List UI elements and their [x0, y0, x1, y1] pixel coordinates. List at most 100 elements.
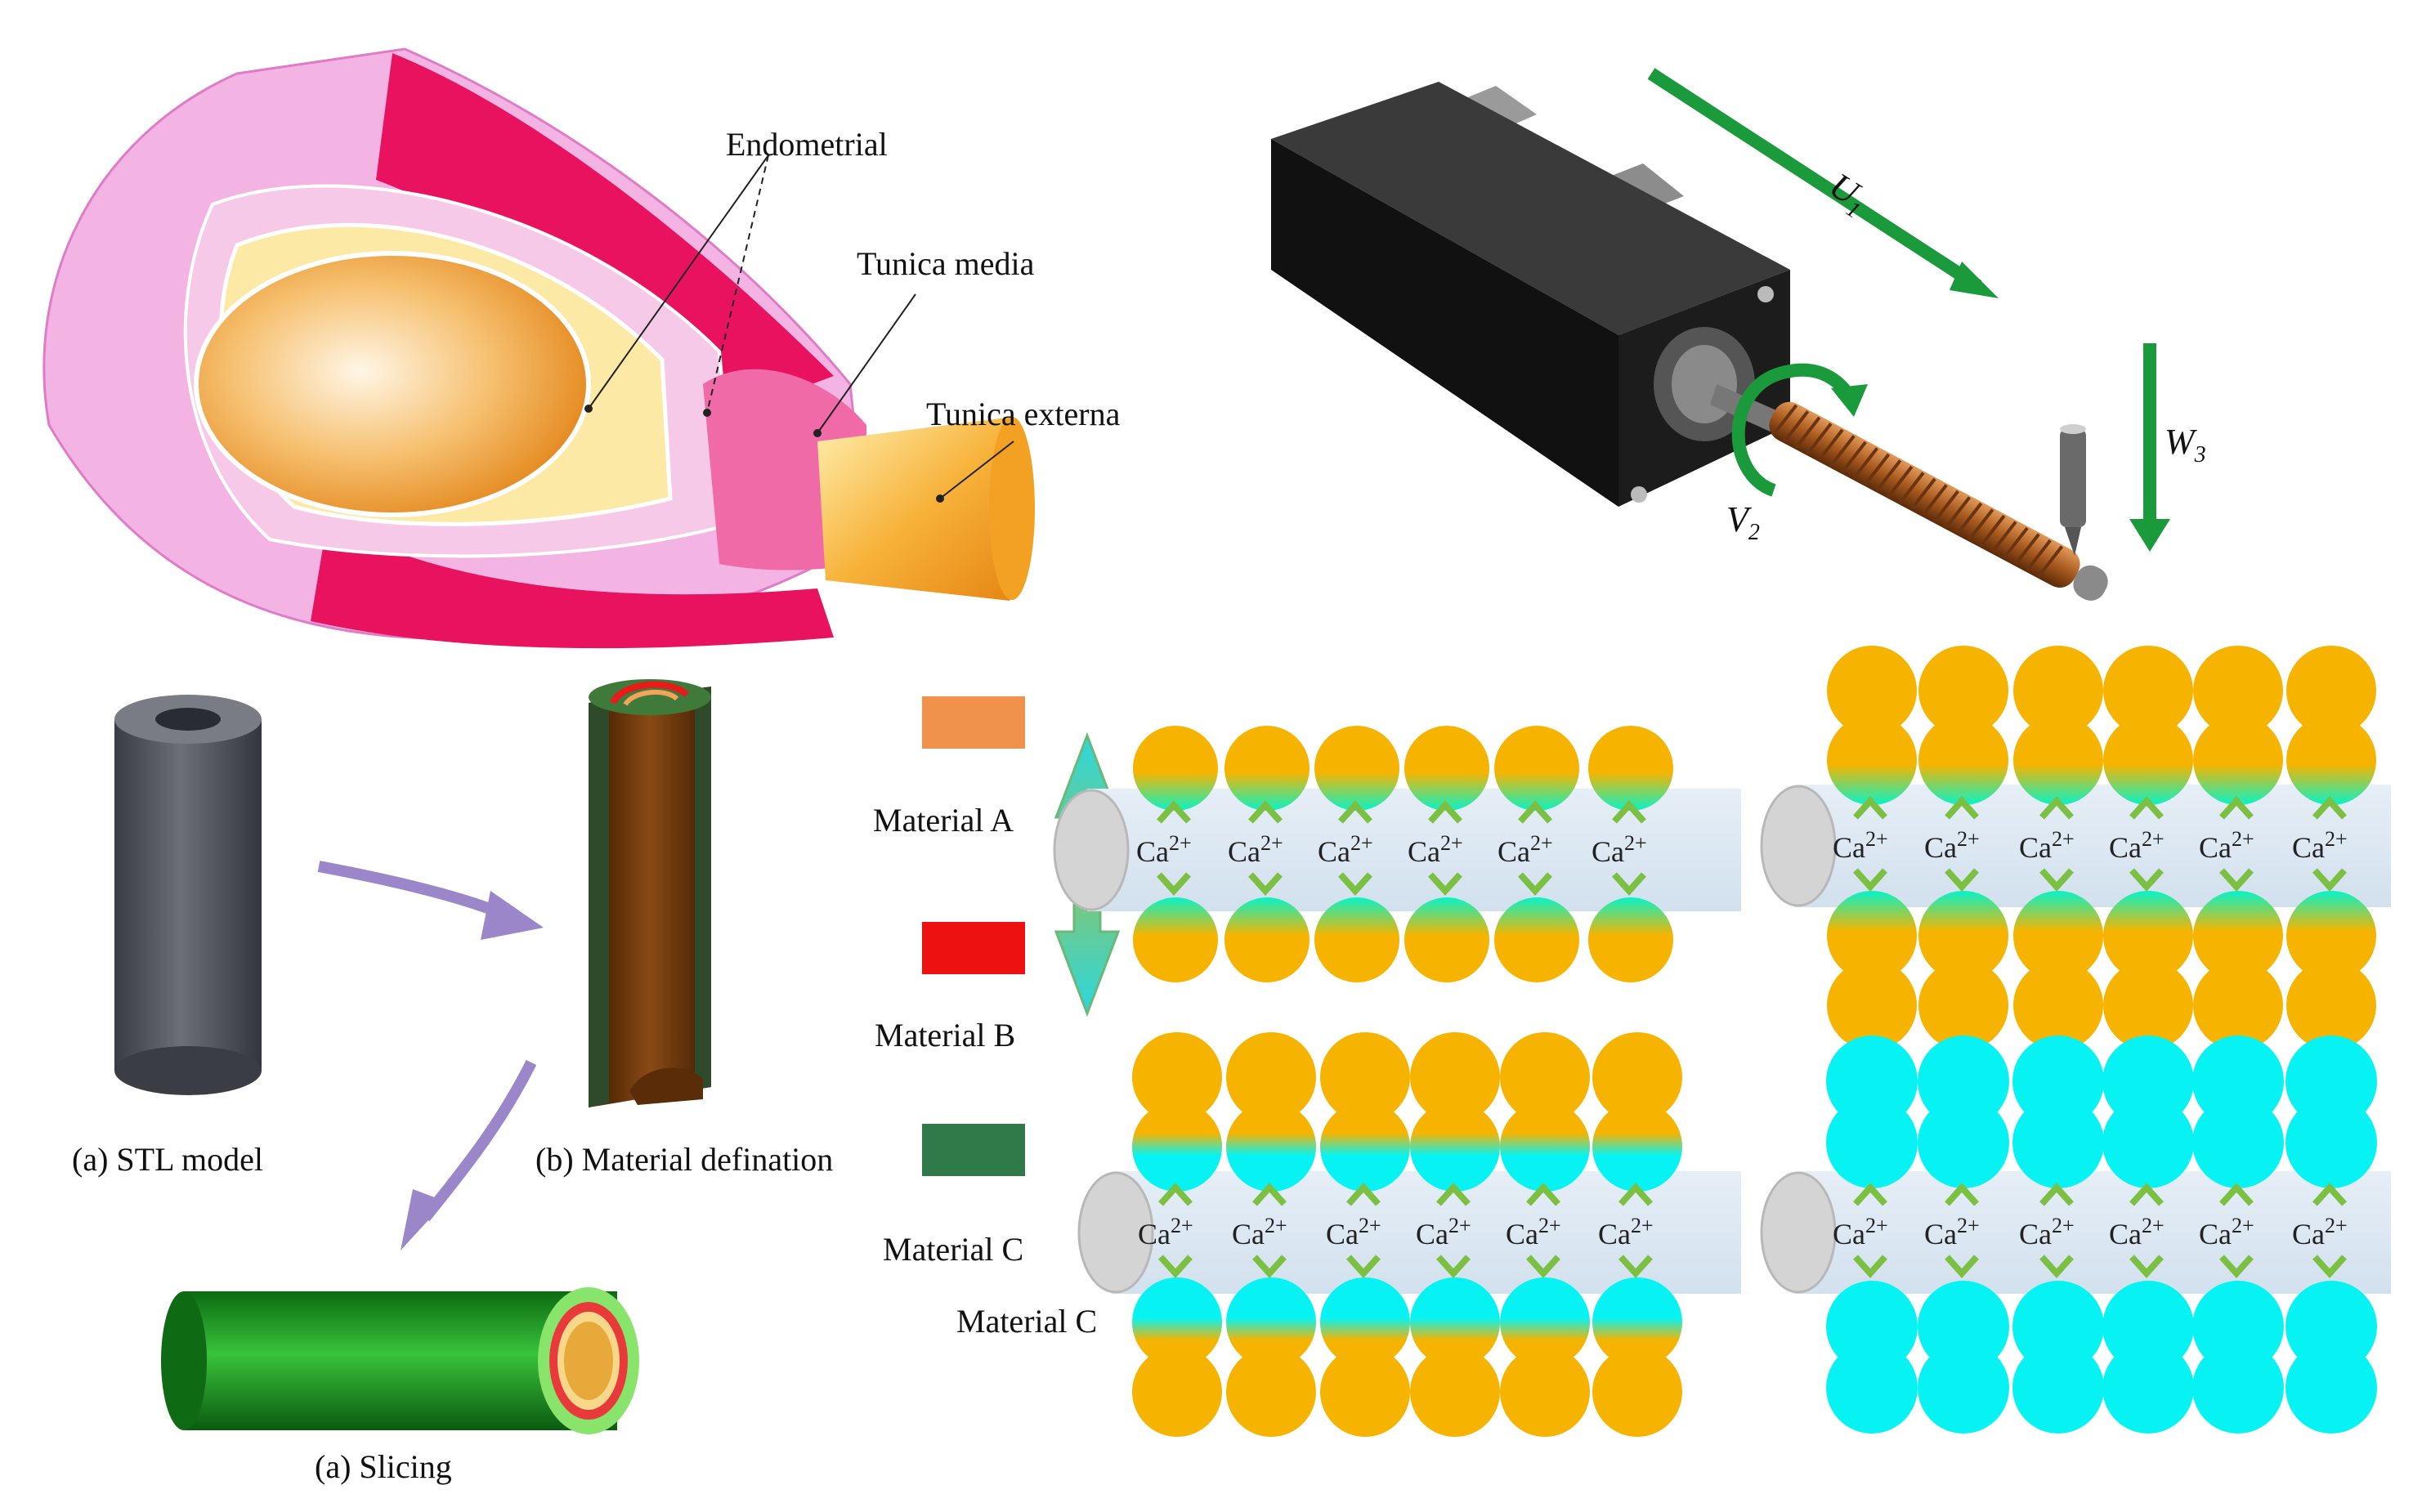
workflow-arrows [317, 861, 544, 1250]
cell-bottom [1226, 1277, 1316, 1367]
vessel-illustration: Endometrial Tunica media Tunica externa [43, 47, 1121, 649]
chevron-up-icon [1853, 1183, 1887, 1206]
cell-bottom [1132, 1277, 1222, 1367]
chevron-down-icon [2039, 868, 2074, 892]
cell-bottom-outer [1918, 960, 2008, 1050]
calcium-ion-label: Ca2+ [1598, 1214, 1654, 1250]
cell-bottom-outer [1500, 1347, 1590, 1437]
stl-model-cylinder [114, 695, 262, 1095]
chevron-down-icon [1518, 872, 1552, 896]
cell-top [1226, 1102, 1316, 1192]
cell-top [1918, 715, 2008, 805]
cell-top [2286, 715, 2376, 805]
chevron-down-icon [2219, 1255, 2254, 1278]
chevron-up-icon [1526, 1183, 1560, 1206]
cell-top [2102, 1097, 2194, 1188]
chevron-up-icon [2129, 796, 2164, 820]
chevron-up-icon [1252, 1183, 1287, 1206]
calcium-ion-label: Ca2+ [1138, 1214, 1193, 1250]
cell-top [1588, 726, 1673, 811]
cell-bottom [1494, 897, 1579, 982]
calcium-ion-label: Ca2+ [1136, 831, 1192, 868]
cell-top [1500, 1102, 1590, 1192]
chevron-up-icon [2129, 1183, 2164, 1206]
calcium-ion-label: Ca2+ [1318, 831, 1373, 868]
cell-bottom-outer [1320, 1347, 1410, 1437]
legend-swatch-a [922, 696, 1025, 749]
chevron-up-icon [1945, 796, 1979, 820]
chevron-down-icon [2219, 868, 2254, 892]
calcium-ion-label: Ca2+ [2019, 827, 2075, 864]
cell-top-outer [1918, 646, 2008, 736]
chevron-down-icon [1158, 1255, 1193, 1278]
workflow-illustration: (a) STL model (b) Material defination [72, 679, 833, 1485]
chevron-up-icon [2312, 1183, 2347, 1206]
chevron-up-icon [2219, 1183, 2254, 1206]
tube-end-cap [1077, 1171, 1154, 1294]
cell-bottom-outer [1132, 1347, 1222, 1437]
chevron-down-icon [1346, 1255, 1381, 1278]
channel-tube [1794, 785, 2391, 907]
cell-top [1320, 1102, 1410, 1192]
chevron-down-icon [1526, 1255, 1560, 1278]
chevron-down-icon [1612, 872, 1646, 896]
tube-end-cap [1760, 785, 1837, 907]
calcium-ion-label: Ca2+ [1924, 1214, 1980, 1250]
cell-bottom [1827, 891, 1917, 981]
cell-bottom [1918, 891, 2008, 981]
cell-top-outer [1226, 1032, 1316, 1122]
calcium-ion-label: Ca2+ [1592, 831, 1647, 868]
cell-top [1826, 1097, 1918, 1188]
legend-label-b: Material B [875, 1017, 1015, 1053]
chevron-up-icon [1945, 1183, 1979, 1206]
chevron-up-icon [2219, 796, 2254, 820]
chevron-up-icon [1428, 800, 1462, 824]
endometrial-label: Endometrial [726, 126, 888, 163]
cell-top [1827, 715, 1917, 805]
calcium-ion-label: Ca2+ [1833, 827, 1888, 864]
cell-bottom [2193, 891, 2283, 981]
cell-bottom-outer [1918, 1342, 2009, 1434]
cell-top [1133, 726, 1218, 811]
cell-bottom [1404, 897, 1489, 982]
calcium-ion-label: Ca2+ [1232, 1214, 1287, 1250]
calcium-cell-panels: Ca2+ Ca2+ Ca2+ Ca2+ Ca2+ Ca2+ Ca2+ Ca2+ Ca2+ Ca2+… [1053, 646, 2391, 1437]
cell-top-outer [1132, 1032, 1222, 1122]
panel-top-left: Ca2+Ca2+Ca2+Ca2+Ca2+Ca2+ [1053, 726, 1741, 982]
cell-bottom-outer [2192, 1342, 2284, 1434]
cell-top [2192, 1097, 2284, 1188]
cell-bottom [1588, 897, 1673, 982]
cell-top-outer [2286, 646, 2376, 736]
calcium-ion-label: Ca2+ [1326, 1214, 1381, 1250]
cell-top [2013, 715, 2103, 805]
calcium-ion-label: Ca2+ [1498, 831, 1553, 868]
chevron-down-icon [1428, 872, 1462, 896]
legend-label-c-extra: Material C [956, 1303, 1097, 1340]
stl-caption: (a) STL model [72, 1141, 263, 1178]
chevron-up-icon [2039, 796, 2074, 820]
cell-top-outer [2013, 646, 2103, 736]
motor-illustration: U1 W3 V2 [1271, 68, 2206, 601]
cell-bottom [1320, 1277, 1410, 1367]
chevron-down-icon [1157, 872, 1191, 896]
legend-label-a: Material A [873, 802, 1014, 839]
chevron-down-icon [2129, 868, 2164, 892]
chevron-down-icon [1338, 872, 1372, 896]
cell-bottom [1500, 1277, 1590, 1367]
cell-top [2285, 1097, 2377, 1188]
chevron-up-icon [1338, 800, 1372, 824]
calcium-ion-label: Ca2+ [1408, 831, 1463, 868]
chevron-up-icon [1618, 1183, 1653, 1206]
cell-top [1410, 1102, 1500, 1192]
chevron-down-icon [2312, 1255, 2347, 1278]
chevron-down-icon [2129, 1255, 2164, 1278]
cell-bottom [1314, 897, 1399, 982]
legend-label-c: Material C [883, 1231, 1023, 1268]
cell-top-outer [2193, 646, 2283, 736]
tube-end-cap [1053, 789, 1130, 911]
cell-top-outer [1827, 646, 1917, 736]
tube-end-cap [1760, 1171, 1837, 1294]
chevron-down-icon [1945, 868, 1979, 892]
cell-bottom [1592, 1277, 1682, 1367]
